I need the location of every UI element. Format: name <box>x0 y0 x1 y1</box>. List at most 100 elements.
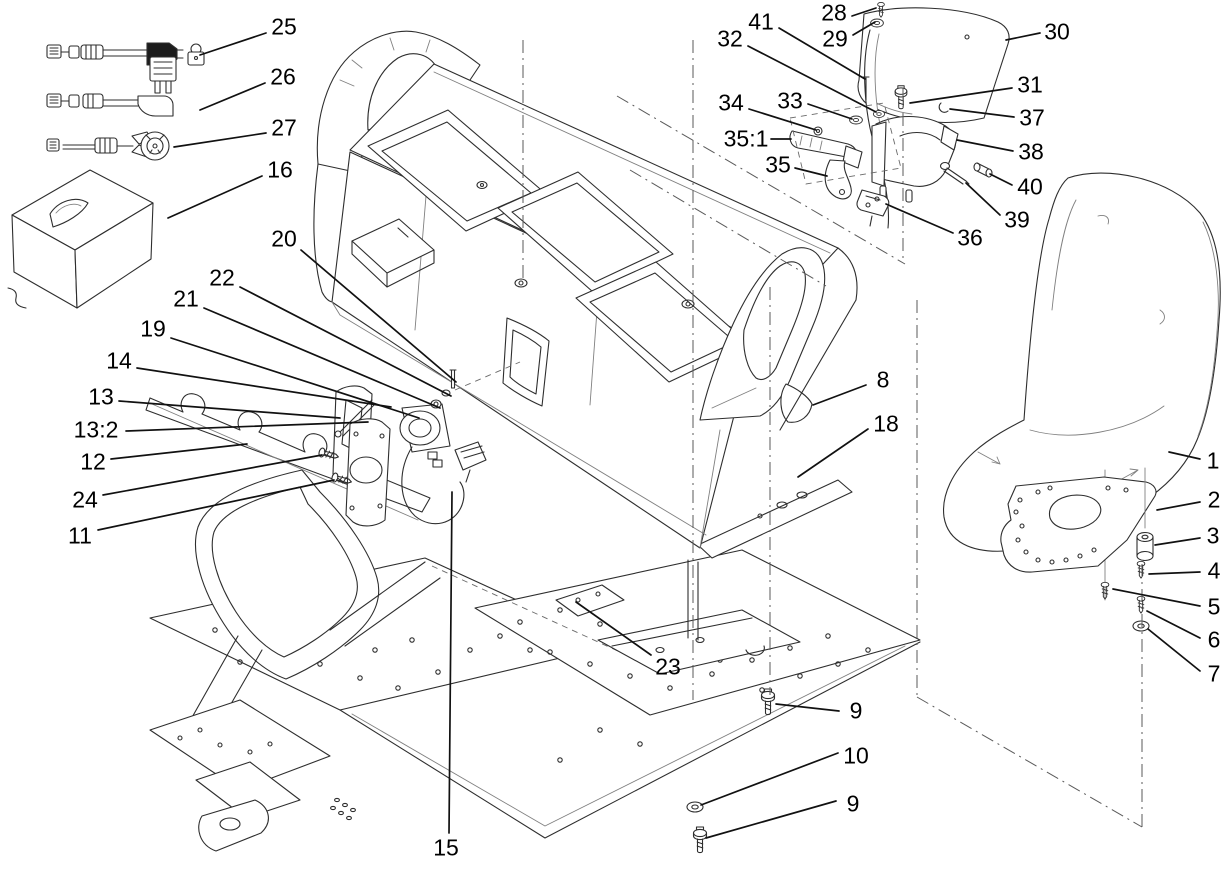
callout-34: 34 <box>718 89 744 116</box>
callout-21: 21 <box>173 285 199 312</box>
leader-line-6 <box>1146 610 1201 639</box>
handle-end-cap <box>780 383 813 423</box>
callout-33: 33 <box>777 87 803 114</box>
leader-line-24 <box>102 454 323 496</box>
leader-lines <box>97 7 1201 839</box>
callout-6: 6 <box>1207 626 1221 653</box>
leader-line-41 <box>778 27 866 80</box>
leader-line-32 <box>747 45 877 113</box>
frame-chassis <box>145 393 921 854</box>
callout-9: 9 <box>849 697 863 724</box>
cover-box <box>7 169 154 309</box>
leader-line-13 <box>118 400 341 419</box>
callout-14: 14 <box>106 347 132 374</box>
callout-3: 3 <box>1206 522 1220 549</box>
callout-16: 16 <box>267 156 293 183</box>
leader-line-37 <box>949 108 1015 118</box>
callout-30: 30 <box>1044 18 1070 45</box>
leader-line-28 <box>851 7 877 17</box>
leader-line-21 <box>203 307 441 409</box>
callout-24: 24 <box>72 486 98 513</box>
bolt-9-lower <box>692 826 708 854</box>
leader-line-38 <box>956 139 1014 152</box>
leader-line-35 <box>794 167 828 177</box>
outlet-bracket-assembly <box>317 361 521 527</box>
callout-4: 4 <box>1207 557 1221 584</box>
leader-line-25 <box>199 32 267 56</box>
leader-line-1 <box>1168 451 1201 460</box>
callout-32: 32 <box>717 25 743 52</box>
leader-line-4 <box>1148 571 1201 575</box>
callout-19: 19 <box>140 315 166 342</box>
seatbelt-latch-assembly <box>789 1 1010 229</box>
leader-line-29 <box>852 21 876 36</box>
leader-line-3 <box>1154 537 1201 546</box>
callout-18: 18 <box>873 410 899 437</box>
leader-line-40 <box>989 173 1013 186</box>
buckle <box>856 189 890 217</box>
callout-23: 23 <box>655 653 681 680</box>
callout-25: 25 <box>271 13 297 40</box>
callout-20: 20 <box>271 225 297 252</box>
leader-line-15 <box>448 491 453 834</box>
leader-line-12 <box>110 443 248 460</box>
callout-1: 1 <box>1206 447 1220 474</box>
callout-36: 36 <box>957 224 983 251</box>
leader-line-2 <box>1156 501 1201 511</box>
leader-line-30 <box>1005 32 1041 41</box>
callout-2: 2 <box>1207 486 1221 513</box>
wire-harness-27 <box>46 131 170 161</box>
callout-29: 29 <box>822 25 848 52</box>
callout-39: 39 <box>1004 206 1030 233</box>
leader-line-13:2 <box>125 421 369 432</box>
leader-line-14 <box>136 367 392 408</box>
frame-bracket <box>555 584 625 617</box>
callout-28: 28 <box>821 0 847 26</box>
leader-line-18 <box>797 428 869 478</box>
wire-harness-26 <box>46 56 177 117</box>
leader-line-20 <box>300 249 457 383</box>
leader-line-7 <box>1147 628 1201 672</box>
deck-bolts <box>476 180 695 309</box>
leader-line-23 <box>575 601 652 656</box>
washer-10 <box>686 801 704 813</box>
callout-38: 38 <box>1018 138 1044 165</box>
leader-line-34 <box>748 108 817 131</box>
leader-line-22 <box>239 286 452 397</box>
bracket-flange <box>940 125 959 151</box>
bolt-9-upper <box>760 688 776 716</box>
callout-7: 7 <box>1207 660 1221 687</box>
support-flange <box>697 479 853 559</box>
callout-35: 35 <box>765 151 791 178</box>
callout-8: 8 <box>876 366 890 393</box>
callout-35:1: 35:1 <box>723 125 769 152</box>
callout-22: 22 <box>209 264 235 291</box>
cargo-bed <box>313 30 858 549</box>
leader-line-5 <box>1112 588 1201 607</box>
callout-41: 41 <box>748 8 774 35</box>
callout-12: 12 <box>80 448 106 475</box>
callout-9: 9 <box>846 790 860 817</box>
leader-line-10 <box>700 752 839 806</box>
callout-27: 27 <box>271 114 297 141</box>
callout-5: 5 <box>1207 593 1221 620</box>
leader-line-11 <box>97 479 335 531</box>
callout-11: 11 <box>68 522 92 549</box>
leader-line-16 <box>167 175 263 219</box>
leader-line-31 <box>909 87 1013 104</box>
leader-line-33 <box>807 103 853 120</box>
projection-lines <box>522 40 1143 828</box>
leader-line-9 <box>775 703 840 712</box>
callout-13:2: 13:2 <box>73 416 119 443</box>
wire-harness-25 <box>46 42 205 66</box>
latch-arm <box>824 159 852 200</box>
leader-line-26 <box>199 82 266 111</box>
leader-line-39 <box>965 182 1001 216</box>
callout-10: 10 <box>843 742 869 769</box>
seat-mount-plate <box>1000 467 1157 632</box>
callout-40: 40 <box>1017 173 1043 200</box>
callout-13: 13 <box>88 383 114 410</box>
callout-15: 15 <box>433 834 459 861</box>
